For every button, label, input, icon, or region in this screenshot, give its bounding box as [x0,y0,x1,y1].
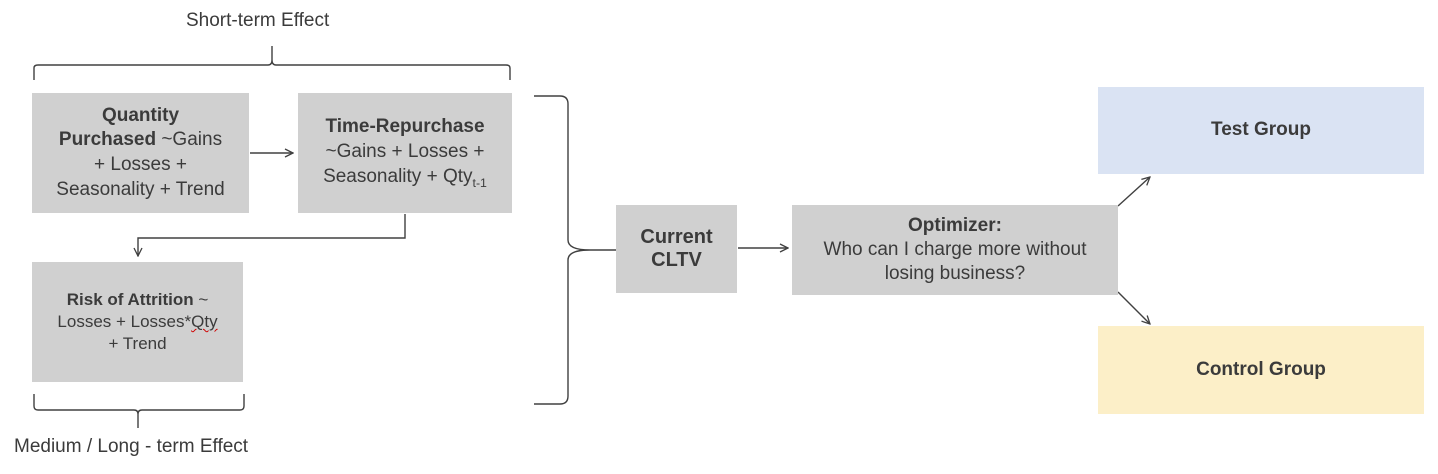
risk-of-attrition-box: Risk of Attrition ~ Losses + Losses*Qty … [32,262,243,382]
quantity-title-2: Purchased [58,129,157,151]
quantity-text-3: + Losses + [94,154,187,175]
optimizer-line2: Who can I charge more without [823,239,1087,261]
time-repurchase-sub: t-1 [472,175,487,190]
attrition-title-suffix: ~ [193,289,209,309]
time-repurchase-title: Time-Repurchase [325,116,485,138]
cltv-line2: CLTV [651,249,702,271]
arrow-optimizer-to-control [1117,291,1150,324]
attrition-line2-b: Qty [191,311,218,331]
attrition-line2-a: Losses + Losses* [57,311,192,331]
quantity-title-1: Quantity [101,104,180,126]
test-group-box: Test Group [1098,87,1424,174]
time-repurchase-box: Time-Repurchase ~Gains + Losses + Season… [298,93,512,213]
quantity-text-2: ~Gains [156,129,223,151]
test-group-label: Test Group [1211,119,1311,141]
right-brace [534,95,591,405]
current-cltv-box: Current CLTV [616,205,737,293]
optimizer-box: Optimizer: Who can I charge more without… [792,205,1118,295]
quantity-purchased-box: Quantity Purchased ~Gains + Losses + Sea… [32,93,249,213]
time-repurchase-line2: ~Gains + Losses + [325,141,485,163]
optimizer-line3: losing business? [884,262,1026,284]
short-term-label: Short-term Effect [186,10,330,31]
arrow-optimizer-to-test [1117,177,1150,207]
control-group-label: Control Group [1196,358,1326,380]
attrition-title: Risk of Attrition [66,289,194,309]
quantity-text-4: Seasonality + Trend [56,178,225,200]
control-group-box: Control Group [1098,326,1424,414]
medium-long-term-label: Medium / Long - term Effect [14,436,249,457]
attrition-line3: + Trend [108,334,167,354]
cltv-line1: Current [640,226,713,248]
time-repurchase-line3: Seasonality + Qty [323,165,473,187]
short-term-brace [33,46,511,80]
medium-long-brace [33,394,245,428]
optimizer-title: Optimizer: [908,215,1002,237]
arrow-repurchase-to-attrition [138,214,406,256]
